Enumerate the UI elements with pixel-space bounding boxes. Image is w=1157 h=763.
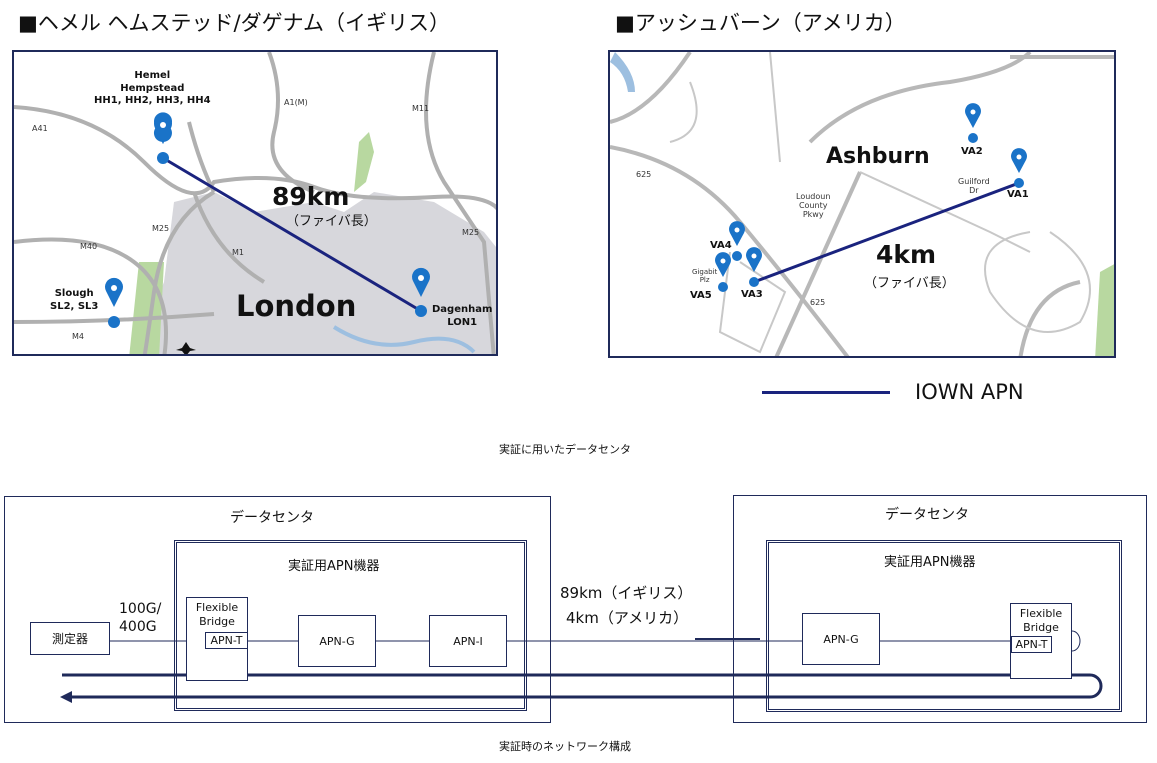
- apn-t-right: APN-T: [1011, 636, 1052, 653]
- tester-label: 測定器: [51, 632, 88, 646]
- airport-icon: [176, 342, 196, 354]
- apn-equipment-right: [766, 540, 1122, 712]
- rate-label: 100G/ 400G: [119, 601, 162, 636]
- site-dagenham: Dagenham LON1: [432, 304, 493, 328]
- us-map: Ashburn VA1 VA2 VA3 VA4 VA5 4km （ファイバ長） …: [608, 50, 1116, 358]
- street-label: 625: [810, 298, 826, 307]
- apn-i-label: APN-I: [453, 634, 483, 648]
- uk-title: ■ヘメル ヘムステッド/ダゲナム（イギリス）: [18, 11, 450, 35]
- apn-g-label: APN-G: [319, 634, 355, 648]
- datacenter-label: データセンタ: [230, 510, 314, 526]
- datacenter-label: データセンタ: [885, 507, 969, 523]
- site-slough: Slough SL2, SL3: [50, 288, 99, 312]
- site-va2: VA2: [961, 146, 983, 157]
- apn-g-label: APN-G: [823, 632, 859, 646]
- apn-g-right: APN-G: [802, 613, 880, 665]
- street-label: Loudoun County Pkwy: [796, 192, 831, 219]
- road-label: M4: [72, 332, 84, 341]
- site-va3: VA3: [741, 289, 763, 300]
- apn-t-label: APN-T: [210, 634, 243, 647]
- flexible-bridge-label: Flexible Bridge: [1019, 607, 1063, 634]
- uk-map: Hemel Hempstead HH1, HH2, HH3, HH4 Sloug…: [12, 50, 498, 356]
- site-va4: VA4: [710, 240, 732, 251]
- city-london: London: [236, 289, 357, 323]
- apn-equipment-label: 実証用APN機器: [288, 559, 380, 574]
- us-title: ■アッシュバーン（アメリカ）: [615, 11, 906, 35]
- apn-g-left: APN-G: [298, 615, 376, 667]
- road-label: A1(M): [284, 98, 308, 107]
- site-hemel: Hemel Hempstead HH1, HH2, HH3, HH4: [94, 70, 211, 106]
- road-label: M1: [232, 248, 244, 257]
- legend-label: IOWN APN: [915, 380, 1024, 404]
- span-uk-label: 89km（イギリス）: [560, 584, 693, 602]
- site-va5: VA5: [690, 290, 712, 301]
- street-label: 625: [636, 170, 652, 179]
- uk-distance-note: （ファイバ長）: [286, 214, 377, 229]
- street-label: Guilford Dr: [958, 177, 990, 195]
- apn-t-left: APN-T: [205, 632, 248, 649]
- caption-top: 実証に用いたデータセンタ: [499, 443, 631, 456]
- map-pin-icon: [105, 114, 430, 307]
- road-label: A41: [32, 124, 48, 133]
- road-label: M25: [462, 228, 480, 237]
- apn-t-label: APN-T: [1015, 638, 1048, 651]
- datacenter-right: [733, 495, 1147, 723]
- us-distance: 4km: [876, 240, 937, 269]
- legend-line: [762, 391, 890, 394]
- tester-box: 測定器: [30, 622, 110, 655]
- apn-equipment-left: [174, 540, 527, 711]
- street-label: Gigabit Plz: [692, 268, 718, 284]
- datacenter-left: [4, 496, 551, 723]
- site-va1: VA1: [1007, 189, 1029, 200]
- span-us-label: 4km（アメリカ）: [566, 609, 689, 627]
- city-ashburn: Ashburn: [826, 144, 930, 169]
- flexible-bridge-label: Flexible Bridge: [195, 601, 239, 628]
- map-pin-icon: [715, 103, 1027, 292]
- road-label: M25: [152, 224, 170, 233]
- us-map-graphic: [610, 52, 1114, 356]
- apn-equipment-label: 実証用APN機器: [884, 555, 976, 570]
- road-label: M11: [412, 104, 430, 113]
- arrow-left-icon: [60, 691, 72, 703]
- road-label: M40: [80, 242, 98, 251]
- uk-distance: 89km: [272, 182, 350, 211]
- uk-map-graphic: [14, 52, 496, 354]
- us-distance-note: （ファイバ長）: [864, 276, 955, 291]
- caption-bottom: 実証時のネットワーク構成: [499, 740, 631, 753]
- apn-i-left: APN-I: [429, 615, 507, 667]
